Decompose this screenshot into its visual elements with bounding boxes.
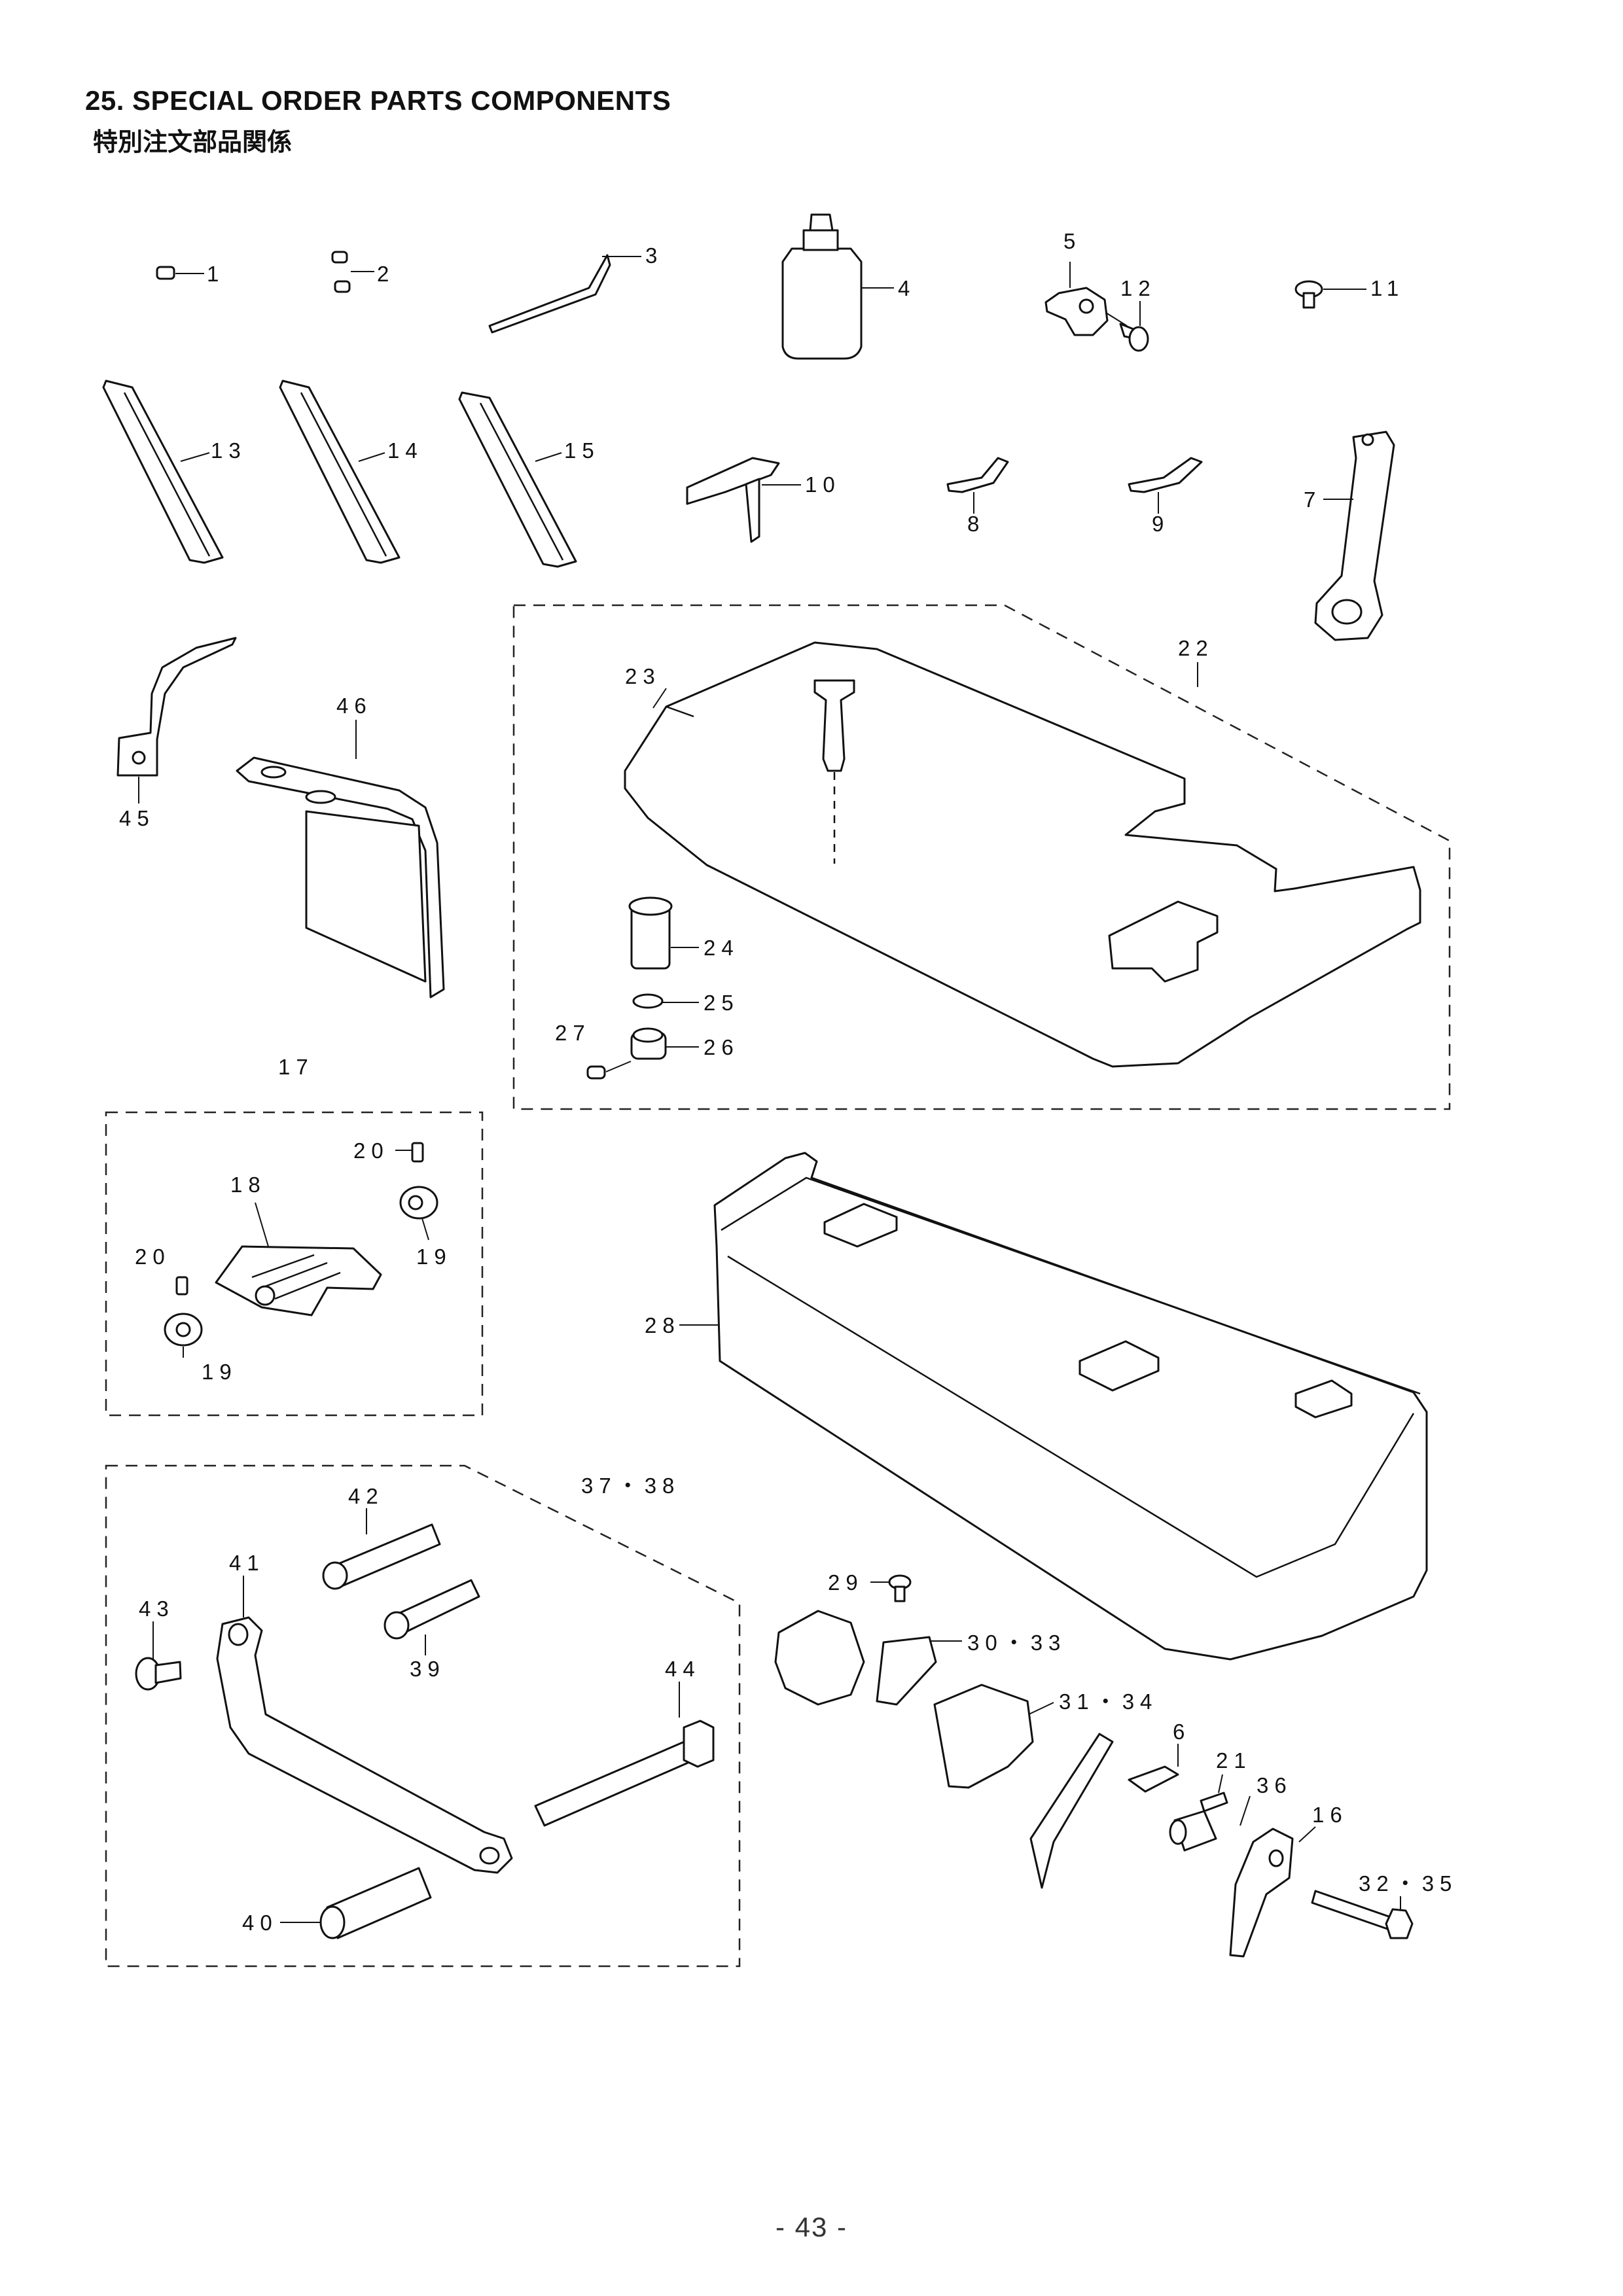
part-11-screw	[1294, 280, 1366, 309]
callout-32-35: 32・35	[1359, 1871, 1457, 1896]
part-31-blade	[1029, 1733, 1114, 1889]
callout-17: 17	[278, 1055, 314, 1079]
group-outline-22	[512, 604, 1451, 1110]
part-21-screw	[1200, 1774, 1228, 1812]
part-4-oil-bottle	[781, 213, 894, 360]
part-22-bracket	[1108, 900, 1219, 983]
callout-24: 24	[704, 936, 740, 960]
callout-7: 7	[1304, 487, 1321, 512]
part-39-sleeve	[383, 1579, 480, 1655]
callout-37-38: 37・38	[581, 1474, 680, 1498]
callout-18: 18	[230, 1173, 266, 1197]
callout-19-upper: 19	[416, 1245, 452, 1269]
callout-15: 15	[564, 438, 600, 463]
part-24-bushing	[628, 896, 699, 970]
part-41-arm	[216, 1576, 513, 1874]
section-heading: 25. SPECIAL ORDER PARTS COMPONENTS 特別注文部…	[85, 85, 671, 158]
part-20-screw	[395, 1142, 424, 1163]
section-title: 25. SPECIAL ORDER PARTS COMPONENTS	[85, 85, 671, 116]
callout-45: 45	[119, 806, 155, 830]
part-5-eccentric-cam	[1044, 262, 1109, 336]
callout-8: 8	[967, 512, 985, 536]
part-45-looper	[116, 637, 237, 804]
part-32-35-bolt	[1311, 1890, 1414, 1939]
part-3-hex-wrench	[488, 254, 641, 334]
callout-28: 28	[645, 1313, 681, 1337]
part-23-pin	[813, 679, 855, 864]
callout-6: 6	[1173, 1720, 1190, 1744]
callout-41: 41	[229, 1551, 265, 1575]
part-12-screw	[1105, 301, 1149, 352]
callout-12: 12	[1120, 276, 1156, 300]
part-28-tray	[679, 1152, 1428, 1661]
part-42-sleeve	[322, 1508, 441, 1590]
callout-20-upper: 20	[353, 1139, 389, 1163]
part-25-washer	[632, 993, 699, 1009]
callout-44: 44	[665, 1657, 701, 1681]
callout-30-33: 30・33	[967, 1631, 1066, 1655]
part-1-setscrew	[156, 266, 204, 280]
callout-19-lower: 19	[202, 1360, 238, 1384]
part-23-cover-plate	[624, 641, 1421, 1068]
callout-39: 39	[410, 1657, 446, 1681]
callout-2: 2	[377, 262, 395, 286]
part-18-plate	[215, 1202, 382, 1316]
part-19-collar-lower	[164, 1313, 203, 1358]
callout-1: 1	[207, 262, 224, 286]
callout-11: 11	[1370, 276, 1404, 300]
callout-26: 26	[704, 1035, 740, 1059]
part-10-guide	[686, 457, 801, 543]
callout-5: 5	[1063, 229, 1081, 253]
part-40-sleeve	[280, 1867, 432, 1939]
part-30-33-holder	[774, 1610, 962, 1706]
part-6-plate	[1128, 1744, 1179, 1793]
part-2-setscrews	[331, 251, 374, 293]
part-36-collar	[1169, 1795, 1251, 1852]
callout-10: 10	[805, 472, 841, 497]
group-outline-37-38	[105, 1464, 741, 1968]
part-8-bracket	[946, 457, 1009, 514]
callout-36: 36	[1257, 1773, 1293, 1797]
part-13-knife	[102, 380, 224, 564]
part-26-collar	[630, 1027, 699, 1060]
callout-27: 27	[555, 1021, 591, 1045]
section-subtitle: 特別注文部品関係	[93, 128, 293, 156]
callout-16: 16	[1312, 1803, 1348, 1827]
callout-3: 3	[645, 243, 663, 268]
callout-9: 9	[1152, 512, 1169, 536]
part-20-screw-lower	[175, 1276, 188, 1296]
page-number: - 43 -	[775, 2212, 848, 2242]
callout-25: 25	[704, 991, 740, 1015]
callout-46: 46	[336, 694, 372, 718]
callout-21: 21	[1216, 1748, 1252, 1773]
part-27-setscrew	[586, 1061, 632, 1080]
part-19-collar	[399, 1186, 438, 1241]
part-15-knife	[458, 391, 577, 568]
group-outline-17	[105, 1111, 484, 1417]
callout-20-lower: 20	[135, 1245, 171, 1269]
part-31-34-block	[933, 1684, 1054, 1789]
callout-23: 23	[625, 664, 661, 688]
part-29-screw	[870, 1574, 912, 1602]
callout-29: 29	[828, 1570, 864, 1595]
part-46-bracket	[236, 720, 445, 998]
part-9-bracket	[1128, 457, 1203, 514]
callout-42: 42	[348, 1484, 384, 1508]
callout-4: 4	[898, 276, 916, 300]
callout-40: 40	[242, 1911, 278, 1935]
callout-43: 43	[139, 1597, 175, 1621]
part-14-knife	[279, 380, 401, 564]
part-16-bracket	[1229, 1826, 1316, 1958]
callout-14: 14	[387, 438, 423, 463]
callout-22: 22	[1178, 636, 1214, 660]
callout-31-34: 31・34	[1059, 1689, 1158, 1714]
part-44-bolt	[534, 1682, 715, 1827]
part-7-arm	[1314, 431, 1395, 641]
part-43-screw	[135, 1621, 182, 1691]
callout-13: 13	[211, 438, 247, 463]
